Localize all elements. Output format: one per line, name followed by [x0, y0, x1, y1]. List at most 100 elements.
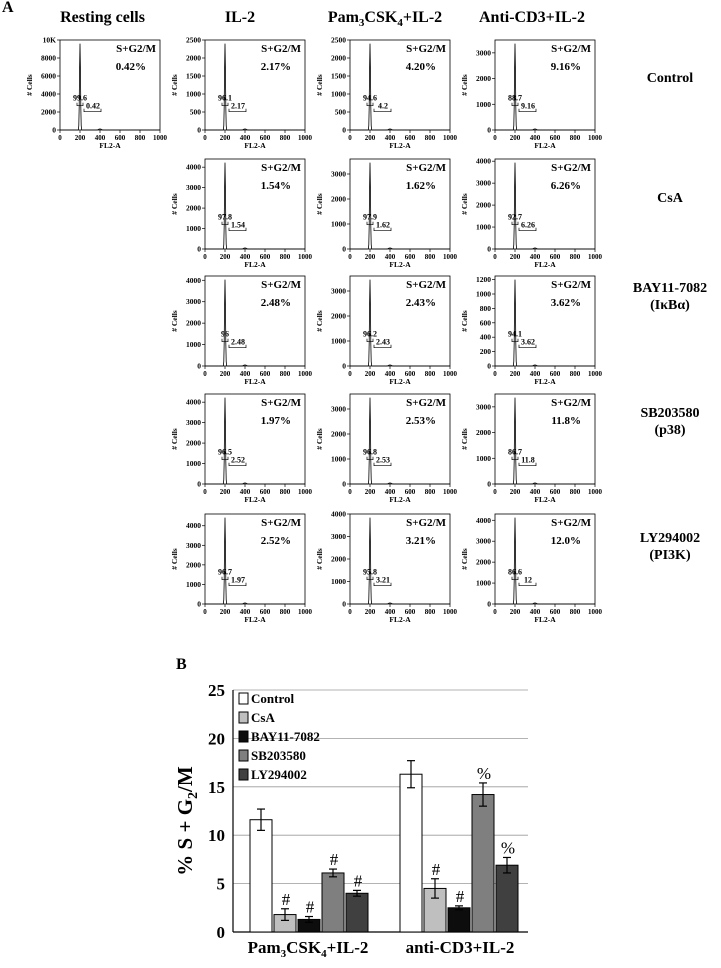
x-tick-label: 1000	[298, 134, 313, 142]
sg2m-gate-value: 9.16	[521, 102, 535, 111]
histogram-trace	[205, 517, 305, 605]
sg2m-percent: 3.62%	[551, 297, 581, 309]
g1-gate-value: 95.8	[363, 568, 377, 577]
x-tick-label: 800	[425, 370, 436, 378]
y-tick-label: 0	[217, 923, 226, 942]
y-tick-label: 0	[487, 362, 491, 371]
g1-gate	[366, 102, 374, 107]
y-axis-label: # Cells	[460, 548, 469, 570]
x-tick-label: 0	[493, 608, 497, 616]
x-tick-label: 800	[570, 134, 581, 142]
y-axis-label: # Cells	[170, 548, 179, 570]
sg2m-percent: 2.53%	[406, 415, 436, 427]
g1-gate	[221, 221, 229, 226]
y-tick-label: 15	[208, 778, 225, 797]
category-label-part: +IL-2	[327, 938, 369, 957]
y-tick-label: 3000	[186, 183, 201, 192]
y-tick-label: 3000	[186, 297, 201, 306]
sg2m-gate-value: 1.62	[376, 221, 390, 230]
x-axis-label: FL2-A	[244, 377, 266, 386]
y-tick-label: 10	[208, 826, 225, 845]
sg2m-gate	[228, 227, 247, 232]
sg2m-gate-value: 12	[524, 576, 532, 585]
row-label-line: Control	[646, 71, 694, 86]
x-tick-label: 1000	[588, 253, 603, 261]
g1-gate-value: 99.6	[73, 94, 87, 103]
y-tick-label: 2000	[476, 201, 491, 210]
sg2m-gate	[518, 227, 537, 232]
y-tick-label: 3000	[331, 287, 346, 296]
sg2m-percent: 2.52%	[261, 535, 291, 547]
g1-gate-value: 92.7	[508, 213, 522, 222]
y-tick-label: 4000	[476, 516, 491, 525]
sg2m-gate	[228, 582, 247, 587]
x-axis-label: FL2-A	[389, 495, 411, 504]
legend-swatch	[238, 692, 249, 705]
g1-gate-value: 96.1	[218, 94, 232, 103]
x-tick-label: 600	[115, 134, 126, 142]
x-axis-label: FL2-A	[389, 377, 411, 386]
g1-gate	[366, 576, 374, 581]
sg2m-percent: 1.97%	[261, 415, 291, 427]
y-tick-label: 1000	[476, 579, 491, 588]
x-tick-label: 0	[58, 134, 62, 142]
sg2m-gate-value: 2.43	[376, 338, 390, 347]
y-tick-label: 4000	[41, 90, 56, 99]
x-tick-label: 400	[240, 488, 251, 496]
x-tick-label: 1000	[588, 488, 603, 496]
row-label-5: LY294002(PI3K)	[615, 530, 721, 564]
g1-gate-value: 96.8	[363, 448, 377, 457]
sg2m-percent: 1.54%	[261, 180, 291, 192]
y-axis-label: # Cells	[460, 74, 469, 96]
x-tick-label: 0	[348, 253, 352, 261]
x-tick-label: 400	[530, 370, 541, 378]
sg2m-percent: 2.48%	[261, 297, 291, 309]
y-tick-label: 1200	[476, 275, 491, 284]
g1-gate	[221, 576, 229, 581]
legend-label: LY294002	[251, 767, 307, 782]
x-tick-label: 200	[365, 608, 376, 616]
y-tick-label: 1500	[186, 72, 201, 81]
category-label-part: CSK	[286, 938, 322, 957]
x-tick-label: 400	[240, 253, 251, 261]
column-header-resting-cells: Resting cells	[60, 9, 145, 26]
x-tick-label: 600	[260, 253, 271, 261]
sg2m-label: S+G2/M	[261, 517, 301, 529]
y-axis-label: # Cells	[170, 74, 179, 96]
y-tick-label: 4000	[476, 157, 491, 166]
x-tick-label: 0	[348, 488, 352, 496]
x-tick-label: 600	[405, 134, 416, 142]
y-tick-label: 1000	[476, 223, 491, 232]
sg2m-gate	[228, 462, 247, 467]
x-axis-label: FL2-A	[244, 495, 266, 504]
x-tick-label: 200	[510, 253, 521, 261]
g1-gate	[366, 338, 374, 343]
g1-gate	[511, 456, 519, 461]
g1-gate-value: 97.9	[363, 213, 377, 222]
x-tick-label: 200	[510, 134, 521, 142]
x-tick-label: 0	[203, 134, 207, 142]
sg2m-percent: 0.42%	[116, 61, 146, 73]
x-tick-label: 1000	[443, 253, 458, 261]
y-tick-label: 2000	[331, 54, 346, 63]
sg2m-gate-value: 11.8	[521, 456, 535, 465]
x-tick-label: 0	[348, 608, 352, 616]
y-tick-label: 2000	[331, 430, 346, 439]
y-tick-label: 1000	[476, 100, 491, 109]
y-tick-label: 0	[342, 362, 346, 371]
sg2m-label: S+G2/M	[261, 279, 301, 291]
x-tick-label: 0	[348, 134, 352, 142]
y-axis-label-part: /M	[173, 766, 197, 793]
x-tick-label: 1000	[588, 134, 603, 142]
